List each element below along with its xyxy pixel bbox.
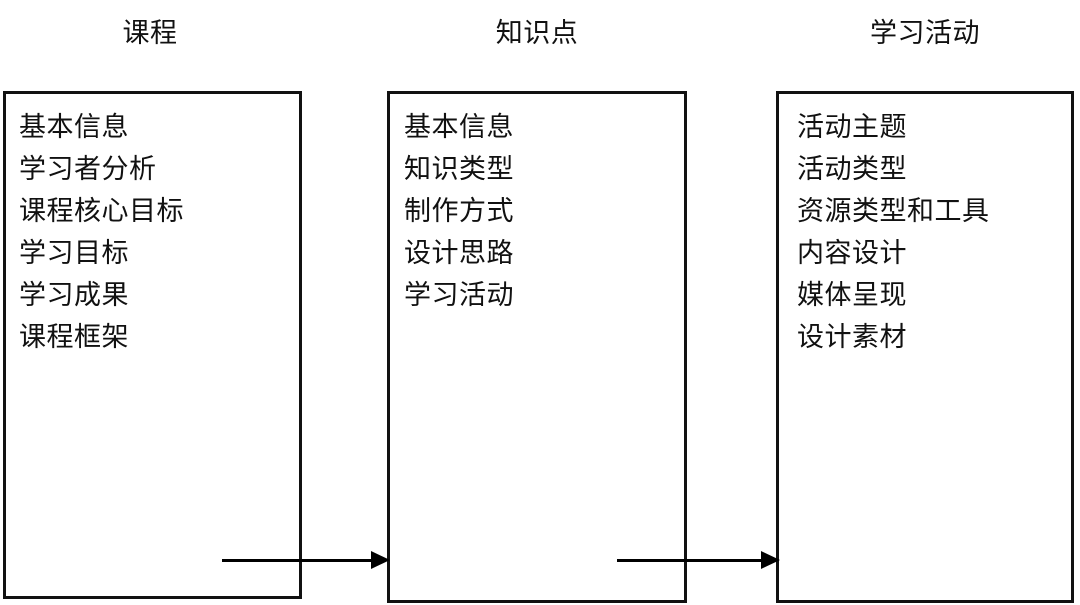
column-box-knowledge-point (387, 91, 687, 603)
item-list-knowledge-point: 基本信息 知识类型 制作方式 设计思路 学习活动 (404, 106, 674, 316)
column-header-knowledge-point: 知识点 (495, 18, 579, 48)
list-item: 设计素材 (797, 322, 907, 352)
arrow-shaft (617, 558, 764, 562)
list-item: 活动类型 (797, 154, 907, 184)
list-item: 基本信息 (19, 112, 129, 142)
list-item: 知识类型 (404, 154, 514, 184)
list-item: 基本信息 (404, 112, 514, 142)
column-header-learning-activity: 学习活动 (870, 18, 980, 48)
list-item: 制作方式 (404, 196, 514, 226)
arrow-knowledge-to-activity (617, 551, 780, 569)
column-box-learning-activity (776, 91, 1074, 603)
list-item: 资源类型和工具 (797, 196, 990, 226)
list-item: 学习目标 (19, 238, 129, 268)
item-list-course: 基本信息 学习者分析 课程核心目标 学习目标 学习成果 课程框架 (19, 106, 289, 358)
list-item: 学习者分析 (19, 154, 157, 184)
column-box-course (3, 91, 302, 599)
list-item: 学习成果 (19, 280, 129, 310)
list-item: 设计思路 (404, 238, 514, 268)
list-item: 媒体呈现 (797, 280, 907, 310)
arrow-head-icon (371, 551, 390, 569)
column-header-course: 课程 (122, 18, 178, 48)
arrow-head-icon (761, 551, 780, 569)
list-item: 内容设计 (797, 238, 907, 268)
arrow-course-to-knowledge (222, 551, 390, 569)
list-item: 课程核心目标 (19, 196, 184, 226)
list-item: 活动主题 (797, 112, 907, 142)
list-item: 课程框架 (19, 322, 129, 352)
item-list-learning-activity: 活动主题 活动类型 资源类型和工具 内容设计 媒体呈现 设计素材 (797, 106, 1067, 358)
arrow-shaft (222, 558, 374, 562)
list-item: 学习活动 (404, 280, 514, 310)
